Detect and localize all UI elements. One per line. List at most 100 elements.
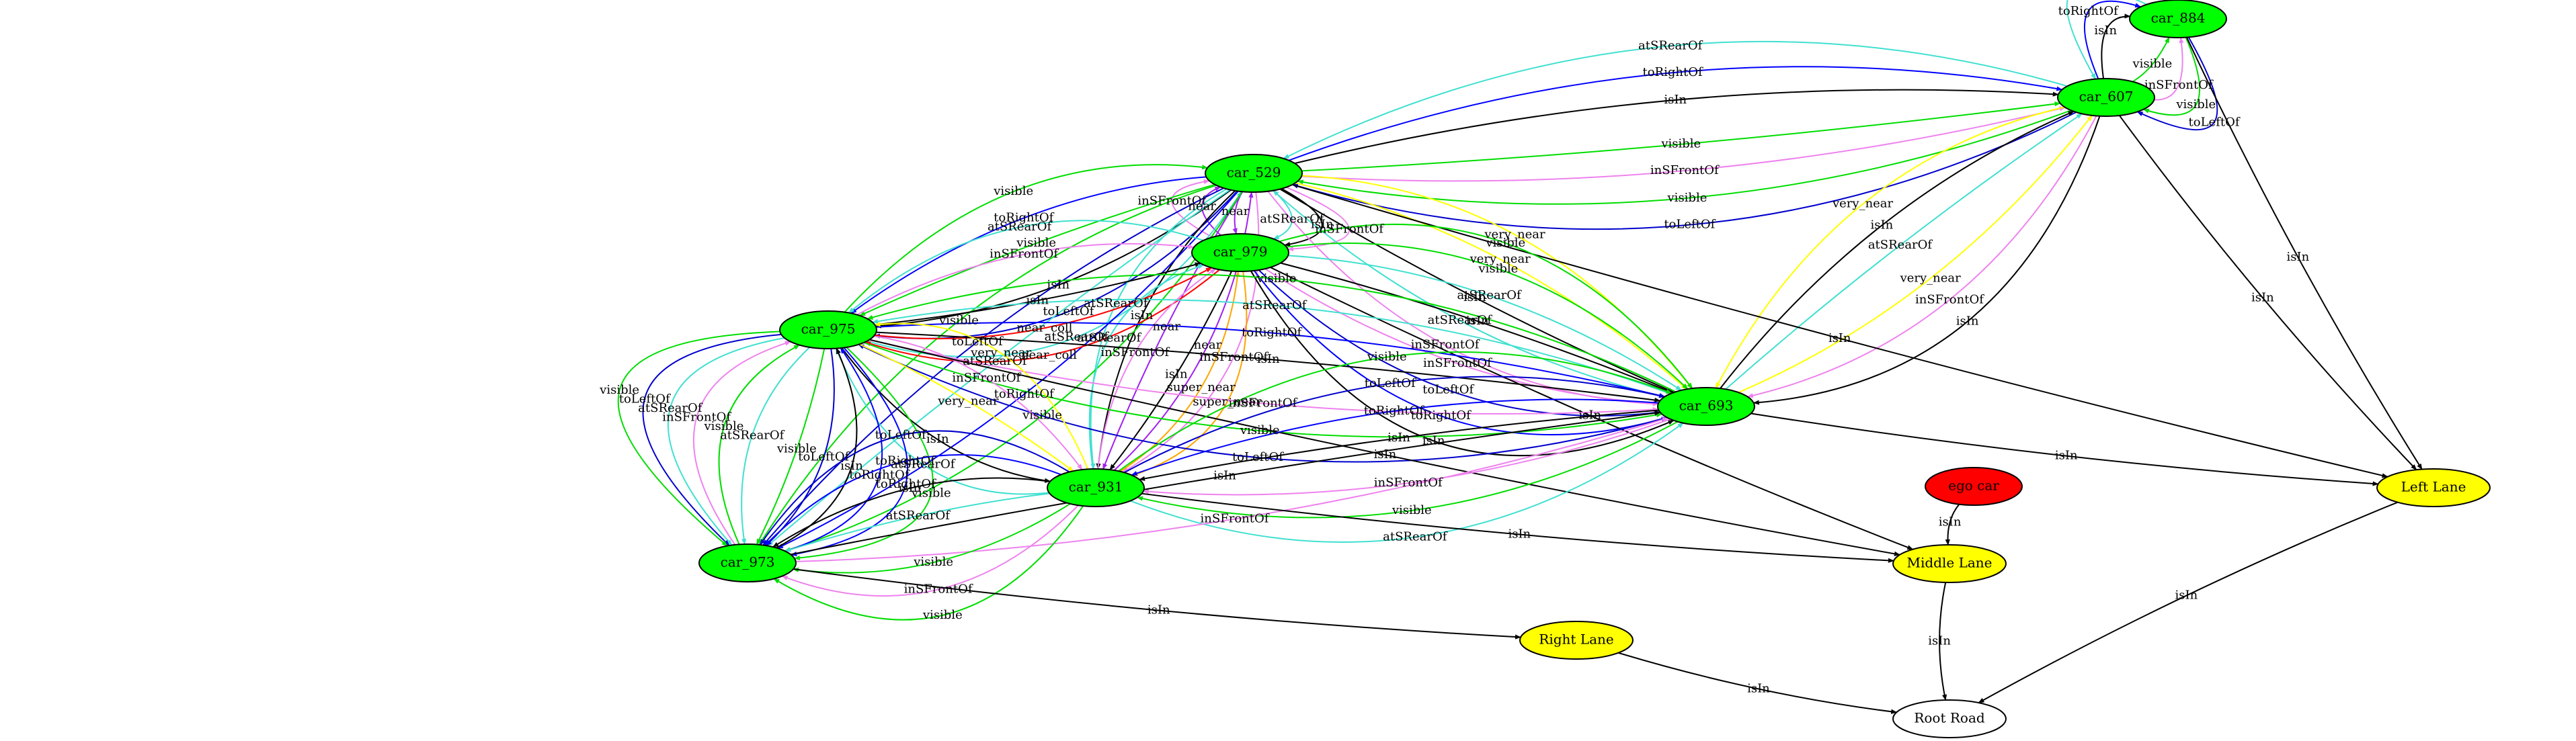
edge-car_529-car_975: [859, 183, 1215, 316]
edge-car_693-car_607: [1720, 110, 2075, 389]
edge-label: isIn: [2094, 24, 2117, 38]
edge-label: isIn: [1928, 634, 1951, 648]
edge-car_975-car_973: [765, 348, 835, 546]
edge-label: visible: [1660, 137, 1701, 151]
edge-car_931-car_973: [793, 503, 1071, 574]
edge-car_693-car_931: [1139, 409, 1659, 481]
edge-label: toLeftOf: [798, 450, 850, 464]
edge-label: visible: [1392, 503, 1432, 517]
node-car_607[interactable]: car_607: [2057, 78, 2155, 117]
edge-car_931-car_979: [1097, 268, 1217, 470]
edge-label: atSRearOf: [988, 220, 1053, 234]
edge-car_529-car_973: [762, 187, 1224, 546]
node-label: car_884: [2151, 10, 2206, 26]
edge-car_973-car_693: [795, 417, 1669, 562]
edge-label: isIn: [898, 481, 921, 495]
node-car_979[interactable]: car_979: [1191, 233, 1289, 272]
edge-label: isIn: [1578, 408, 1601, 423]
edge-label: atSRearOf: [1383, 529, 1448, 543]
edge-car_931-car_975: [835, 347, 1049, 495]
edge-label: inSFrontOf: [1100, 345, 1170, 359]
edge-car_529-car_973: [776, 190, 1239, 549]
edge-car_975-car_973: [756, 348, 826, 546]
edge-car_607-car_884: [2132, 36, 2170, 83]
node-ego_car[interactable]: ego car: [1925, 467, 2023, 506]
edge-label: toRightOf: [876, 477, 936, 491]
edge-label: isIn: [840, 459, 863, 473]
edge-label: atSRearOf: [1638, 38, 1703, 52]
edge-car_693-left_lane: [1750, 412, 2379, 486]
edge-label: visible: [599, 383, 639, 397]
edge-label: near_coll: [1021, 348, 1077, 362]
edge-label: visible: [2132, 57, 2172, 71]
edge-label: visible: [1240, 423, 1280, 437]
edge-label: isIn: [1939, 515, 1962, 529]
edge-label: visible: [922, 608, 963, 622]
node-shape: [1519, 621, 1634, 660]
node-shape: [1047, 468, 1145, 507]
edge-label: inSFrontOf: [1137, 194, 1207, 208]
edge-label: isIn: [1374, 447, 1397, 462]
edge-label: visible: [1478, 261, 1518, 275]
edge-car_529-car_607: [1294, 89, 2059, 165]
node-shape: [779, 310, 877, 349]
edge-label: visible: [911, 486, 951, 500]
edge-label: super_near: [1167, 380, 1236, 394]
edge-car_975-car_931: [873, 335, 1083, 470]
edge-car_884-car_607: [2142, 37, 2201, 116]
node-root_road[interactable]: Root Road: [1892, 699, 2007, 738]
edge-car_931-car_973: [759, 430, 1070, 546]
edge-car_975-car_973: [791, 347, 909, 557]
node-car_931[interactable]: car_931: [1047, 468, 1145, 507]
edge-labels-layer: visibleisIninSFrontOftoRightOfvisibleatS…: [599, 0, 2309, 695]
node-car_975[interactable]: car_975: [779, 310, 877, 349]
edge-label: isIn: [1422, 433, 1445, 447]
node-car_693[interactable]: car_693: [1657, 387, 1755, 426]
edge-label: toRightOf: [875, 454, 936, 468]
edge-label: atSRearOf: [886, 509, 951, 523]
edge-label: inSFrontOf: [952, 371, 1021, 385]
edge-car_931-car_975: [874, 322, 1089, 470]
edge-car_931-middle_lane: [1141, 492, 1894, 563]
node-car_529[interactable]: car_529: [1205, 154, 1303, 193]
node-left_lane[interactable]: Left Lane: [2376, 468, 2491, 507]
node-car_973[interactable]: car_973: [698, 543, 797, 582]
edge-car_975-car_973: [793, 347, 934, 560]
edge-car_529-car_607: [1301, 101, 2061, 172]
edge-label: toRightOf: [994, 211, 1054, 225]
edge-car_693-car_975: [858, 343, 1667, 463]
edge-label: very_near: [970, 346, 1032, 360]
edge-car_979-car_693: [1286, 243, 1689, 390]
edge-label: isIn: [1508, 527, 1531, 541]
edge-left_lane-root_road: [1978, 501, 2399, 703]
edge-car_979-car_975: [848, 220, 1204, 314]
edge-car_607-car_693: [1715, 106, 2065, 389]
edge-label: toLeftOf: [1422, 383, 1474, 397]
edge-middle_lane-root_road: [1939, 582, 1947, 701]
edge-car_973-car_975: [776, 347, 858, 549]
edge-label: isIn: [1047, 277, 1070, 292]
edge-label: isIn: [1870, 218, 1893, 232]
edge-car_693-car_931: [1131, 398, 1659, 476]
node-shape: [1205, 154, 1303, 193]
edge-car_931-car_973: [784, 492, 1050, 552]
node-right_lane[interactable]: Right Lane: [1519, 621, 1634, 660]
node-car_884[interactable]: car_884: [2129, 0, 2227, 38]
edge-label: very_near: [937, 394, 999, 408]
edge-car_529-left_lane: [1292, 183, 2388, 478]
edge-label: visible: [1022, 408, 1062, 422]
edge-label: inSFrontOf: [1411, 338, 1480, 352]
edge-label: atSRearOf: [638, 401, 703, 415]
edge-label: isIn: [1165, 367, 1188, 381]
edge-car_931-car_973: [773, 505, 1084, 621]
edge-label: atSRearOf: [1868, 238, 1933, 252]
edge-car_975-car_979: [874, 267, 1212, 340]
edge-car_931-car_979: [1088, 264, 1205, 470]
edge-car_973-car_693: [790, 410, 1661, 556]
node-middle_lane[interactable]: Middle Lane: [1892, 544, 2007, 583]
edge-label: isIn: [1257, 352, 1280, 366]
edge-car_693-car_931: [1142, 418, 1671, 496]
edge-label: near: [1152, 319, 1180, 333]
edge-car_529-car_931: [1090, 188, 1227, 470]
